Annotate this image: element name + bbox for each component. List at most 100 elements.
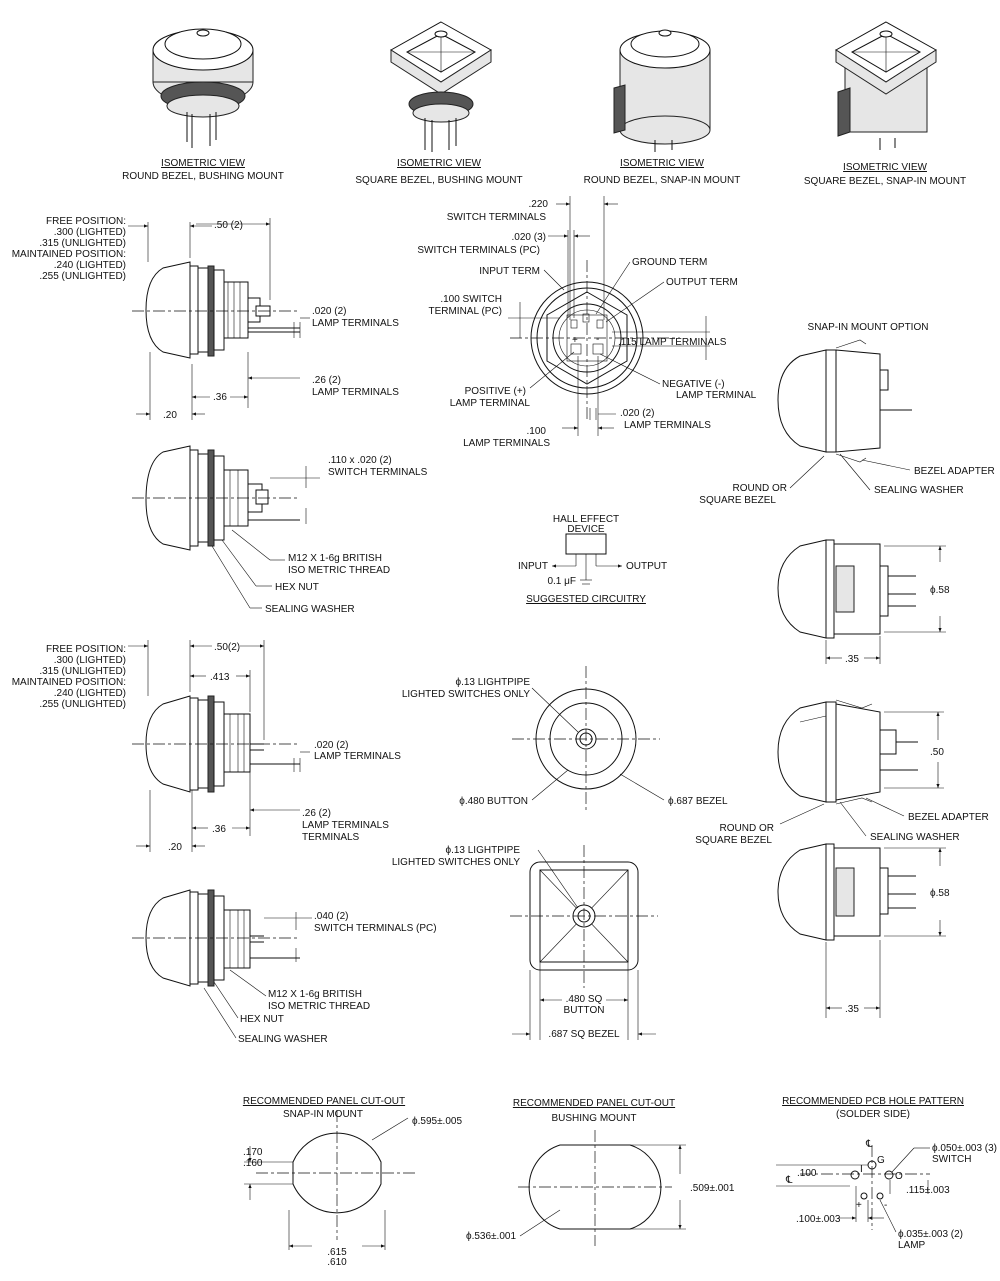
circuit-diagram xyxy=(552,533,622,585)
square-front-view xyxy=(510,845,658,1040)
circuit-output: OUTPUT xyxy=(626,561,667,572)
note-1-line-2: .300 (LIGHTED) xyxy=(54,227,126,238)
pcb-cl-left: ℄ xyxy=(785,1175,793,1186)
note-3-line-1: FREE POSITION: xyxy=(46,644,126,655)
positive-2: LAMP TERMINAL xyxy=(450,398,531,409)
dim-50-2: .50 (2) xyxy=(214,220,243,231)
note-3-line-6: .255 (UNLIGHTED) xyxy=(39,699,126,710)
dim-26-1: .26 (2) xyxy=(312,375,341,386)
pcb-d100: .100 xyxy=(797,1168,817,1179)
pcb-i: I xyxy=(860,1164,863,1175)
note-1-line-6: .255 (UNLIGHTED) xyxy=(39,271,126,282)
pcb-title: RECOMMENDED PCB HOLE PATTERN xyxy=(782,1096,964,1107)
round-or-2: ROUND OR xyxy=(720,823,774,834)
lamp-term-label-1: .020 (2) xyxy=(312,306,346,317)
iso-round-bushing xyxy=(152,28,254,148)
note-3-line-5: .240 (LIGHTED) xyxy=(54,688,126,699)
thread-4-1: M12 X 1-6g BRITISH xyxy=(268,989,362,1000)
switch-100-2: TERMINAL (PC) xyxy=(428,306,502,317)
lamp-100-1: .100 xyxy=(527,426,547,437)
square-lightpipe-2: LIGHTED SWITCHES ONLY xyxy=(392,857,520,868)
iso-title-4: ISOMETRIC VIEW xyxy=(843,162,927,173)
hex-nut-4: HEX NUT xyxy=(240,1014,284,1025)
square-bezel: .687 SQ BEZEL xyxy=(548,1029,620,1040)
switch-4-2: SWITCH TERMINALS (PC) xyxy=(314,923,437,934)
switch-term-2: SWITCH TERMINALS xyxy=(328,467,428,478)
negative-1: NEGATIVE (-) xyxy=(662,379,725,390)
iso-square-bushing xyxy=(390,21,492,152)
note-1-line-3: .315 (UNLIGHTED) xyxy=(39,238,126,249)
square-bezel-1: SQUARE BEZEL xyxy=(699,495,776,506)
dim-35-2: .35 xyxy=(845,1004,859,1015)
cutout-bushing xyxy=(518,1130,686,1246)
iso-round-snap xyxy=(613,29,711,152)
dim-26-3-3: TERMINALS xyxy=(302,832,360,843)
snap-view-2 xyxy=(777,539,946,664)
hex-nut-1: HEX NUT xyxy=(275,582,319,593)
cutout-bushing-subtitle: BUSHING MOUNT xyxy=(552,1113,637,1124)
dim-26-3-1: .26 (2) xyxy=(302,808,331,819)
pcb-lamp-2: LAMP xyxy=(898,1240,926,1251)
thread-2: ISO METRIC THREAD xyxy=(288,565,390,576)
washer-4: SEALING WASHER xyxy=(238,1034,328,1045)
pcb-d115: .115±.003 xyxy=(906,1185,950,1196)
note-3-line-3: .315 (UNLIGHTED) xyxy=(39,666,126,677)
positive-1: POSITIVE (+) xyxy=(465,386,526,397)
cutout-160: .160 xyxy=(243,1158,263,1169)
svg-text:+: + xyxy=(572,335,578,346)
dim-50-3: .50(2) xyxy=(214,642,240,653)
cutout-536: ϕ.536±.001 xyxy=(466,1231,516,1242)
pcb-minus: - xyxy=(884,1200,887,1211)
pcb-plus: + xyxy=(856,1200,862,1211)
sealing-washer-1: SEALING WASHER xyxy=(874,485,964,496)
cutout-snap-dia: ϕ.595±.005 xyxy=(412,1116,462,1127)
negative-2: LAMP TERMINAL xyxy=(676,390,757,401)
ground-term: GROUND TERM xyxy=(632,257,707,268)
iso-subtitle-1: ROUND BEZEL, BUSHING MOUNT xyxy=(122,171,284,182)
pcb-lamp-1: ϕ.035±.003 (2) xyxy=(898,1229,963,1240)
square-lightpipe-1: ϕ.13 LIGHTPIPE xyxy=(445,845,520,856)
lamp-020-2: LAMP TERMINALS xyxy=(624,420,711,431)
dim-36-3: .36 xyxy=(212,824,226,835)
switch-100-1: .100 SWITCH xyxy=(440,294,502,305)
switch-term-1: .110 x .020 (2) xyxy=(328,455,392,466)
round-front-view xyxy=(512,666,665,812)
lamp-term-label-2: LAMP TERMINALS xyxy=(312,318,399,329)
pcb-pattern xyxy=(776,1145,930,1233)
dim-35-1: .35 xyxy=(845,654,859,665)
note-1-line-1: FREE POSITION: xyxy=(46,216,126,227)
lamp-3-2: LAMP TERMINALS xyxy=(314,751,401,762)
lamp-020-1: .020 (2) xyxy=(620,408,654,419)
note-1-line-4: MAINTAINED POSITION: xyxy=(12,249,126,260)
dim-220: .220 xyxy=(529,199,549,210)
washer-1: SEALING WASHER xyxy=(265,604,355,615)
input-term: INPUT TERM xyxy=(479,266,540,277)
cutout-bushing-title: RECOMMENDED PANEL CUT-OUT xyxy=(513,1098,675,1109)
square-bezel-2: SQUARE BEZEL xyxy=(695,835,772,846)
snap-view-4 xyxy=(777,715,946,1018)
lamp-100-2: LAMP TERMINALS xyxy=(463,438,550,449)
thread-1: M12 X 1-6g BRITISH xyxy=(288,553,382,564)
circuit-input: INPUT xyxy=(518,561,548,572)
iso-subtitle-4: SQUARE BEZEL, SNAP-IN MOUNT xyxy=(804,176,966,187)
square-button-2: BUTTON xyxy=(564,1005,605,1016)
svg-text:-: - xyxy=(596,334,599,345)
circuit-device-1: HALL EFFECT xyxy=(553,514,619,525)
iso-title-1: ISOMETRIC VIEW xyxy=(161,158,245,169)
circuit-caption: SUGGESTED CIRCUITRY xyxy=(526,594,646,605)
snap-view-3 xyxy=(777,699,944,837)
pcb-switch-1: ϕ.050±.003 (3) xyxy=(932,1143,997,1154)
dim-50: .50 xyxy=(930,747,944,758)
round-or-1: ROUND OR xyxy=(733,483,787,494)
circuit-cap: 0.1 μF xyxy=(547,576,576,587)
dim-020-3: .020 (3) xyxy=(512,232,546,243)
round-button: ϕ.480 BUTTON xyxy=(459,796,528,807)
pcb-o: O xyxy=(895,1171,903,1182)
switch-terminals: SWITCH TERMINALS xyxy=(447,212,547,223)
dim-20: .20 xyxy=(163,410,177,421)
dim-26-2: LAMP TERMINALS xyxy=(312,387,399,398)
side-view-1 xyxy=(128,218,310,420)
dim-413: .413 xyxy=(210,672,230,683)
lamp-115: .115 LAMP TERMINALS xyxy=(618,337,727,348)
